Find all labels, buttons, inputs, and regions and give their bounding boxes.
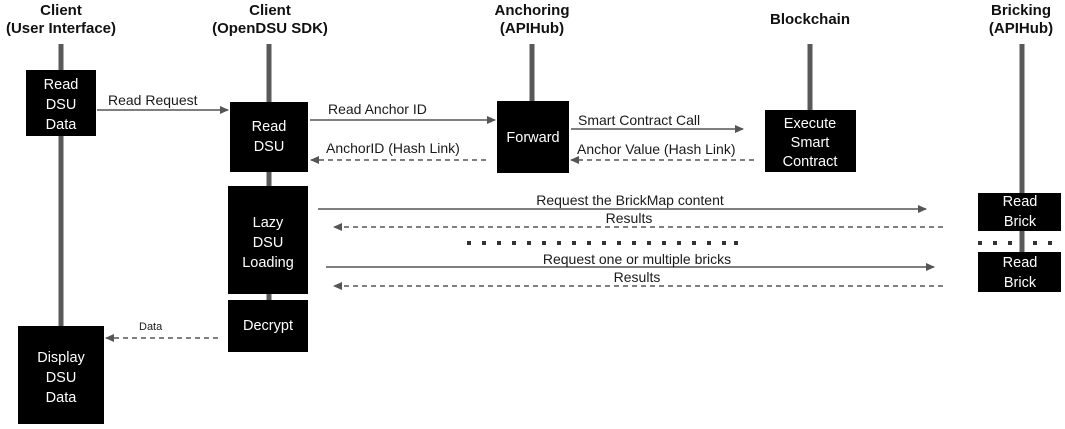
box-forward: Forward bbox=[497, 101, 569, 173]
participant-bricking-line2: (APIHub) bbox=[989, 20, 1053, 37]
participant-bricking-line1: Bricking bbox=[991, 2, 1051, 19]
participant-sdk-line2: (OpenDSU SDK) bbox=[212, 20, 328, 37]
label-read-anchor-id: Read Anchor ID bbox=[328, 101, 427, 117]
box-read-dsu: Read DSU bbox=[230, 102, 308, 172]
box-read-brick-1-line1: Read bbox=[1003, 194, 1038, 210]
box-read-brick-2-line2: Brick bbox=[1004, 275, 1037, 291]
box-lazy-dsu-loading-line3: Loading bbox=[242, 255, 294, 271]
box-display-dsu-data-line1: Display bbox=[37, 350, 85, 366]
label-anchor-id-hash-link: AnchorID (Hash Link) bbox=[326, 140, 460, 156]
label-results-2: Results bbox=[614, 269, 661, 285]
box-read-brick-2-line1: Read bbox=[1003, 255, 1038, 271]
continuation-dots-center bbox=[467, 241, 738, 245]
box-display-dsu-data: Display DSU Data bbox=[18, 326, 104, 424]
label-data: Data bbox=[139, 321, 163, 333]
box-read-brick-1-line2: Brick bbox=[1004, 214, 1037, 230]
box-execute-smart-contract-line3: Contract bbox=[783, 154, 838, 170]
box-read-dsu-data-line1: Read bbox=[44, 77, 79, 93]
label-request-brickmap: Request the BrickMap content bbox=[536, 192, 724, 208]
box-display-dsu-data-line3: Data bbox=[46, 390, 78, 406]
participant-sdk-line1: Client bbox=[249, 2, 291, 19]
participant-ui-line2: (User Interface) bbox=[6, 20, 116, 37]
label-anchor-value-hash-link: Anchor Value (Hash Link) bbox=[577, 141, 735, 157]
participant-anchoring-line1: Anchoring bbox=[495, 2, 570, 19]
box-read-dsu-data-line2: DSU bbox=[46, 97, 77, 113]
box-read-dsu-data: Read DSU Data bbox=[26, 70, 96, 136]
messages: Read Request Read Anchor ID AnchorID (Ha… bbox=[97, 92, 943, 342]
box-lazy-dsu-loading-line1: Lazy bbox=[253, 215, 284, 231]
box-execute-smart-contract-line1: Execute bbox=[784, 116, 836, 132]
box-execute-smart-contract-line2: Smart bbox=[791, 135, 830, 151]
box-read-dsu-data-line3: Data bbox=[46, 117, 78, 133]
label-request-bricks: Request one or multiple bricks bbox=[543, 251, 731, 267]
box-read-dsu-line2: DSU bbox=[254, 139, 285, 155]
box-decrypt-line1: Decrypt bbox=[243, 318, 293, 334]
label-results-1: Results bbox=[606, 210, 653, 226]
box-lazy-dsu-loading: Lazy DSU Loading bbox=[228, 186, 308, 294]
participant-headers: Client (User Interface) Client (OpenDSU … bbox=[6, 2, 1053, 37]
activity-boxes: Read DSU Data Display DSU Data Read DSU … bbox=[18, 70, 1061, 424]
participant-blockchain-line1: Blockchain bbox=[770, 11, 850, 28]
lifelines bbox=[58, 44, 1025, 330]
label-smart-contract-call: Smart Contract Call bbox=[578, 112, 700, 128]
box-display-dsu-data-line2: DSU bbox=[46, 370, 77, 386]
participant-anchoring-line2: (APIHub) bbox=[500, 20, 564, 37]
box-decrypt: Decrypt bbox=[228, 300, 308, 352]
continuation-dots-bricking bbox=[978, 241, 1052, 245]
box-read-brick-2: Read Brick bbox=[978, 252, 1061, 292]
box-forward-line1: Forward bbox=[506, 130, 559, 146]
box-read-dsu-line1: Read bbox=[252, 119, 287, 135]
box-execute-smart-contract: Execute Smart Contract bbox=[765, 110, 856, 172]
box-lazy-dsu-loading-line2: DSU bbox=[253, 235, 284, 251]
participant-ui-line1: Client bbox=[40, 2, 82, 19]
box-read-brick-1: Read Brick bbox=[978, 193, 1061, 231]
label-read-request: Read Request bbox=[108, 92, 198, 108]
